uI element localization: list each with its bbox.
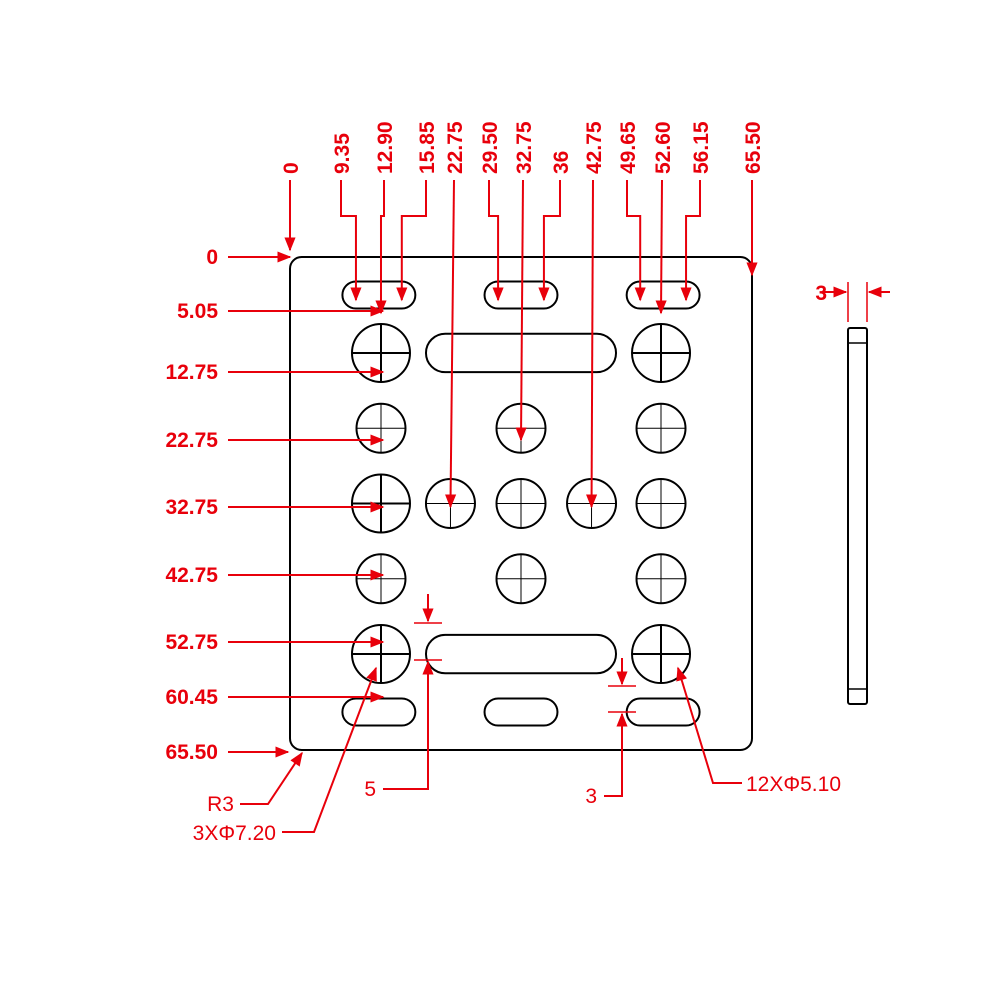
top-dim-leader-2 xyxy=(375,180,387,315)
slot3-arrow-bottom xyxy=(604,712,628,797)
callout-labels: 3 R3 3XΦ7.20 5 3 12XΦ5.10 xyxy=(193,282,841,845)
large-holes-label: 3XΦ7.20 xyxy=(193,822,276,845)
top-dim-label-5: 29.50 xyxy=(479,121,502,174)
top-dim-leader-7 xyxy=(538,180,561,302)
top-dim-label-6: 32.75 xyxy=(513,121,536,174)
slot-width-large-label: 5 xyxy=(364,778,376,801)
thickness-label: 3 xyxy=(815,282,827,305)
left-dim-label-5: 42.75 xyxy=(165,564,218,587)
top-dim-label-4: 22.75 xyxy=(444,121,467,174)
top-dim-label-0: 0 xyxy=(280,162,303,174)
large-holes-leader xyxy=(282,666,377,833)
small-holes-leader xyxy=(676,666,742,784)
top-dim-leader-9 xyxy=(626,180,646,302)
left-dim-label-7: 60.45 xyxy=(165,686,218,709)
top-dim-label-8: 42.75 xyxy=(583,121,606,174)
slot5-arrow-bottom xyxy=(383,660,434,790)
left-dim-label-1: 5.05 xyxy=(177,300,218,323)
left-dim-label-0: 0 xyxy=(206,246,218,269)
left-dim-label-2: 12.75 xyxy=(165,361,218,384)
top-dim-leader-3 xyxy=(396,180,427,302)
top-dim-label-10: 52.60 xyxy=(652,121,675,174)
top-dim-label-2: 12.90 xyxy=(374,121,397,174)
small-holes-label: 12XΦ5.10 xyxy=(746,773,841,796)
top-dim-leader-11 xyxy=(680,180,701,302)
slot-1 xyxy=(483,280,559,310)
top-dim-leader-8 xyxy=(585,179,598,509)
top-dim-leader-6 xyxy=(515,179,527,442)
left-dim-label-4: 32.75 xyxy=(165,496,218,519)
top-dim-leader-4 xyxy=(445,179,457,509)
top-dim-leader-10 xyxy=(655,179,667,315)
top-dim-leader-1 xyxy=(340,180,362,302)
top-dim-label-7: 36 xyxy=(550,151,573,174)
top-dim-label-1: 9.35 xyxy=(331,133,354,174)
top-dim-label-12: 65.50 xyxy=(742,121,765,174)
left-dim-label-8: 65.50 xyxy=(165,741,218,764)
slot-4 xyxy=(424,633,618,675)
left-dim-label-3: 22.75 xyxy=(165,429,218,452)
side-view-outline xyxy=(847,327,868,705)
top-view-plate xyxy=(289,256,868,751)
slot-0 xyxy=(341,280,417,310)
plate-outline xyxy=(289,256,753,751)
slot-width-small-label: 3 xyxy=(585,785,597,808)
slot-5 xyxy=(341,697,417,727)
top-dim-leader-5 xyxy=(488,180,504,302)
slot-2 xyxy=(625,280,701,310)
top-dim-label-11: 56.15 xyxy=(690,121,713,174)
slot-6 xyxy=(483,697,559,727)
top-dim-label-3: 15.85 xyxy=(416,121,439,174)
corner-radius-leader xyxy=(240,751,303,805)
top-dim-label-9: 49.65 xyxy=(617,121,640,174)
corner-radius-label: R3 xyxy=(207,793,234,816)
left-dim-label-6: 52.75 xyxy=(165,631,218,654)
